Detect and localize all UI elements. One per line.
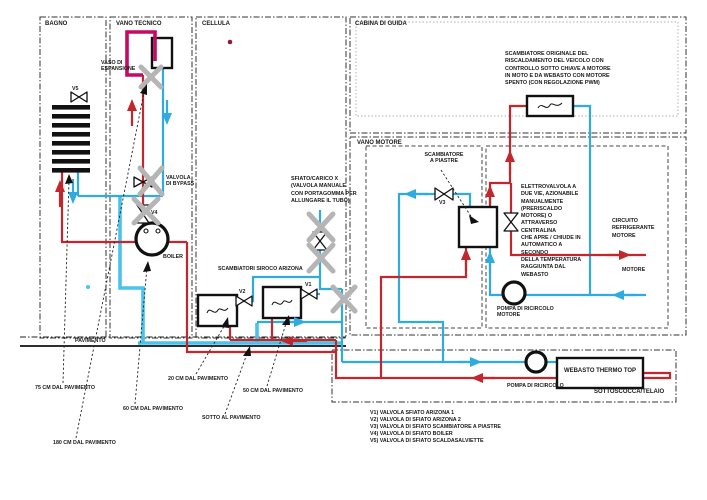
radiator-scaldasalviette [52,105,90,173]
boiler-label: BOILER [163,254,184,260]
crossed-out-marker [131,196,161,226]
room-cabina-outline [349,16,687,134]
cabina-inner-outline [355,21,679,117]
valve-v5-icon [70,91,88,103]
valve-v5-tag: V5 [72,86,79,92]
room-sottoscocca-outline [331,349,677,403]
expansion-vessel-label: VASO DI ESPANSIONE [101,60,136,73]
valve-v4-tag: V4 [151,210,158,216]
engine-circulation-pump [501,280,527,306]
plate-exchanger-label: SCAMBIATORE A PIASTRE [424,152,464,165]
room-label-vano-tecnico: VANO TECNICO [116,21,162,27]
crossed-out-marker [137,165,165,197]
legend-line-5: V5) VALVOLA DI SFIATO SCALDASALVIETTE [370,438,484,444]
webasto-unit [555,356,645,390]
engine-label: MOTORE [622,267,646,273]
room-bagno-outline [39,16,107,339]
heat-exchanger-arizona-1 [196,293,239,328]
flow-arrows-hot [55,99,631,383]
room-vano-tecnico-outline [109,16,193,339]
boiler-unit [134,221,170,257]
heat-exchanger-arizona-2 [261,285,303,320]
plate-heat-exchanger [457,205,499,249]
measure-75cm: 75 CM DAL PAVIMENTO [35,385,95,391]
marker-dot-cyan [86,285,90,289]
solenoid-valve-note: ELETTROVALVOLA A DUE VIE, AZIONABILE MAN… [521,184,582,278]
crossed-out-marker [138,64,164,90]
measure-180cm: 180 CM DAL PAVIMENTO [53,440,116,446]
engine-coolant-circuit-label: CIRCUITO REFRIGERANTE MOTORE [612,218,655,239]
room-vano-motore-outline [349,136,687,336]
room-label-vano-motore: VANO MOTORE [357,140,402,146]
room-label-sottoscocca: SOTTOSCOCCA/TELAIO [594,389,665,395]
valve-v2-tag: V2 [239,289,246,295]
room-label-cabina: CABINA DI GUIDA [355,21,407,27]
vent-fill-note: SFIATO/CARICO X (VALVOLA MANUALE CON POR… [291,176,357,204]
legend-line-1: V1) VALVOLA SFIATO ARIZONA 1 [370,410,455,416]
marker-dot-red [227,39,233,45]
room-label-cellula: CELLULA [202,21,230,27]
engine-pump-label: POMPA DI RICIRCOLO MOTORE [497,306,554,319]
measure-50cm: 50 CM DAL PAVIMENTO [243,388,303,394]
measure-sotto: SOTTO AL PAVIMENTO [202,415,261,421]
cabin-exchanger-note: SCAMBIATORE ORIGINALE DEL RISCALDAMENTO … [505,51,611,87]
main-pump-label: POMPA DI RICIRCOLO [507,383,564,389]
crossed-out-marker [330,284,358,314]
expansion-pipe [125,30,157,77]
room-label-bagno: BAGNO [45,21,68,27]
main-circulation-pump [524,350,548,374]
crossed-out-marker [306,242,336,274]
leader-lines [62,84,479,439]
valve-v1-icon [300,288,318,300]
valve-v2-icon [235,295,253,307]
crossed-out-markers [131,64,358,314]
measure-20cm: 20 CM DAL PAVIMENTO [168,376,228,382]
valve-v3-icon [434,187,454,201]
solenoid-valve-icon [503,212,519,232]
legend-line-4: V4) VALVOLA DI SFIATO BOILER [370,431,453,437]
floor-label: PAVIMENTO [75,338,106,344]
webasto-label: WEBASTO THERMO TOP [563,368,637,374]
valve-v3-tag: V3 [439,200,446,206]
vent-fill-valve-icon [312,231,328,251]
cabin-heat-exchanger [525,94,575,118]
legend-line-2: V2) VALVOLA DI SFIATO ARIZONA 2 [370,417,461,423]
valve-v1-tag: V1 [305,282,312,288]
bypass-valve-label: VALVOLA DI BYPASS [166,175,195,188]
arizona-exchangers-label: SCAMBIATORI SIROCO ARIZONA [218,266,303,272]
legend-line-3: V3) VALVOLA DI SFIATO SCAMBIATORE A PIAS… [370,424,501,430]
measure-60cm: 60 CM DAL PAVIMENTO [123,406,183,412]
crossed-out-marker [306,211,336,243]
